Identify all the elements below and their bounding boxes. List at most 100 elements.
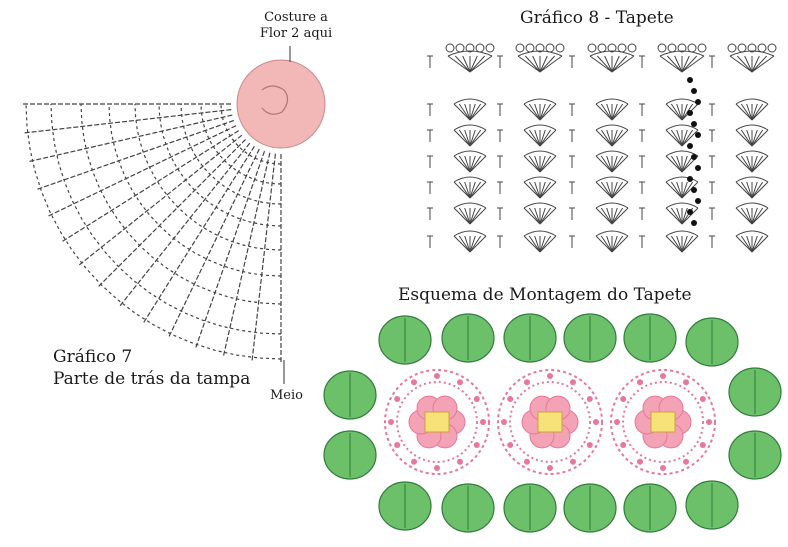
chart7-stitch-spoke <box>119 142 251 307</box>
assembly-leaf <box>323 370 377 420</box>
chart8-shell-motif <box>735 202 769 225</box>
chart7-stitch-spoke <box>251 153 276 361</box>
chart7-title: Gráfico 7 <box>53 347 133 367</box>
chart8-shell-motif <box>735 98 769 121</box>
assembly-leaf <box>728 367 782 417</box>
sew-flower-note: Costure a Flor 2 aqui <box>248 10 344 42</box>
chart7-stitch-spoke <box>78 134 243 266</box>
chart8-shell-motif <box>453 230 487 253</box>
chart7-stitch-fan <box>23 103 282 362</box>
chart7-stitch-spoke <box>24 109 232 134</box>
chart8-shell-motif <box>453 150 487 173</box>
chart8-stitch-mark <box>569 103 575 116</box>
assembly-flower <box>610 369 716 475</box>
chart8-shell-motif <box>665 202 699 225</box>
chart8-dot <box>687 209 693 215</box>
chart7-stitch-spoke <box>29 114 233 162</box>
chart8-shell-motif <box>735 230 769 253</box>
chart8-shell-motif <box>595 202 629 225</box>
chart8-stitch-mark <box>427 103 433 116</box>
chart8-shell-motif <box>523 202 557 225</box>
chart8-stitch-mark <box>427 207 433 220</box>
chart7-stitch-spoke <box>98 138 247 287</box>
chart8-stitch-mark <box>497 181 503 194</box>
assembly-flower <box>384 369 490 475</box>
chart8-dot <box>695 198 701 204</box>
chart8-dot <box>691 121 697 127</box>
chart8-stitch-mark <box>639 207 645 220</box>
chart8-dot <box>691 154 697 160</box>
chart8-stitch-mark <box>569 181 575 194</box>
chart7-stitch-spoke <box>168 148 260 337</box>
chart7-stitch-spoke <box>195 151 266 348</box>
chart8-stitch-mark <box>639 129 645 142</box>
chart8-shell-motif <box>523 98 557 121</box>
chart8-stitch-mark <box>497 235 503 248</box>
assembly-scheme <box>323 313 782 533</box>
chart8-stitch-mark <box>709 235 715 248</box>
chart8-shell-motif <box>735 150 769 173</box>
chart8-shell-motif <box>665 124 699 147</box>
chart8-stitch-mark <box>497 55 503 68</box>
chart8-stitch-mark <box>709 181 715 194</box>
chart8-shell-motif <box>453 176 487 199</box>
chart8-stitch-mark <box>709 155 715 168</box>
assembly-leaf <box>563 313 617 363</box>
chart8-shell-motif <box>595 150 629 173</box>
chart8-stitch-mark <box>639 55 645 68</box>
chart8-shell-motif <box>453 202 487 225</box>
chart8-dot <box>687 143 693 149</box>
chart8-shell-motif <box>523 124 557 147</box>
chart8-stitch-mark <box>639 103 645 116</box>
chart8-shell-motif <box>453 124 487 147</box>
assembly-leaf <box>323 430 377 480</box>
chart8-shell-motif <box>727 43 777 73</box>
chart8-dot <box>687 176 693 182</box>
assembly-leaf <box>623 313 677 363</box>
chart8-shell-motif <box>657 43 707 73</box>
chart8-dot <box>691 88 697 94</box>
chart8-dot <box>695 132 701 138</box>
chart8-shell-motif <box>665 230 699 253</box>
chart7-subtitle: Parte de trás da tampa <box>53 369 251 389</box>
chart8-stitch-mark <box>709 103 715 116</box>
chart8-stitch-mark <box>639 235 645 248</box>
chart8-stitch-mark <box>497 129 503 142</box>
chart8-shell-motif <box>735 176 769 199</box>
chart8-dot <box>695 165 701 171</box>
chart7-row-arc <box>158 103 282 227</box>
chart7-stitch-spoke <box>62 130 240 242</box>
chart8-shell-motif <box>595 124 629 147</box>
assembly-leaf <box>563 483 617 533</box>
assembly-leaf <box>378 315 432 365</box>
chart8-stitch-mark <box>569 129 575 142</box>
chart8-shell-motif <box>735 124 769 147</box>
assembly-leaf <box>503 313 557 363</box>
chart8-shell-motif <box>595 98 629 121</box>
chart7-stitch-spoke <box>48 125 237 217</box>
chart8-shell-motif <box>587 43 637 73</box>
chart8-shell-motif <box>445 43 495 73</box>
chart8-stitch-mark <box>569 207 575 220</box>
chart8-shell-motif <box>595 176 629 199</box>
sew-note-line-1: Costure a <box>264 10 328 25</box>
chart8-stitch-mark <box>427 129 433 142</box>
chart8-stitch-mark <box>427 235 433 248</box>
chart8-stitch-mark <box>569 235 575 248</box>
chart8-stitch-mark <box>427 155 433 168</box>
chart8-shell-motif <box>665 176 699 199</box>
assembly-title: Esquema de Montagem do Tapete <box>398 285 692 305</box>
chart8-dot <box>687 77 693 83</box>
chart7-row-arc <box>220 103 282 165</box>
chart8-stitch-mark <box>639 181 645 194</box>
chart8-stitch-mark <box>427 55 433 68</box>
assembly-leaf <box>623 483 677 533</box>
chart8-shell-motif <box>515 43 565 73</box>
chart8-stitch-chart <box>427 43 777 253</box>
chart8-stitch-mark <box>569 55 575 68</box>
chart8-stitch-mark <box>497 207 503 220</box>
chart8-stitch-mark <box>497 103 503 116</box>
chart7-stitch-spoke <box>223 152 271 356</box>
assembly-flower <box>497 369 603 475</box>
